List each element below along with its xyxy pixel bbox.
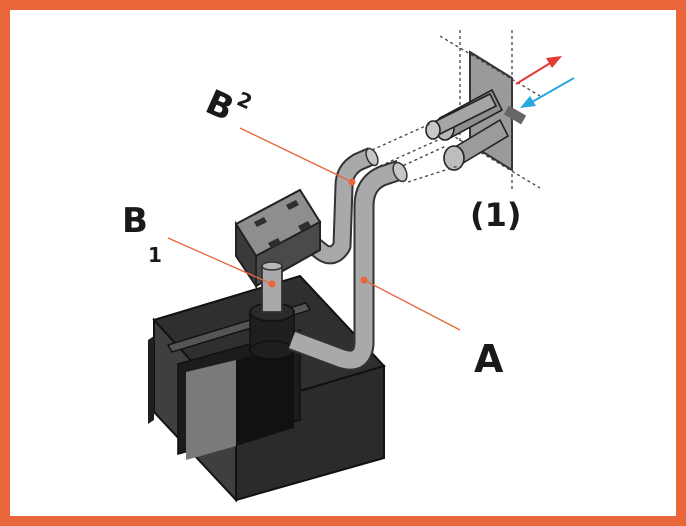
connection-guides xyxy=(371,123,459,183)
label-terminal: (1) xyxy=(470,196,522,234)
label-a: A xyxy=(474,337,504,381)
arrow-up-right-icon xyxy=(515,56,562,85)
pipe-b2 xyxy=(306,147,379,265)
arrow-down-left-icon xyxy=(520,77,575,108)
pipe-b1 xyxy=(261,261,283,313)
pipe-a xyxy=(288,160,408,371)
label-b1-subscript: 1 xyxy=(148,243,162,267)
label-b1: B xyxy=(122,201,148,241)
leader-lines xyxy=(167,127,461,331)
wall-terminal-pipes xyxy=(425,88,527,171)
